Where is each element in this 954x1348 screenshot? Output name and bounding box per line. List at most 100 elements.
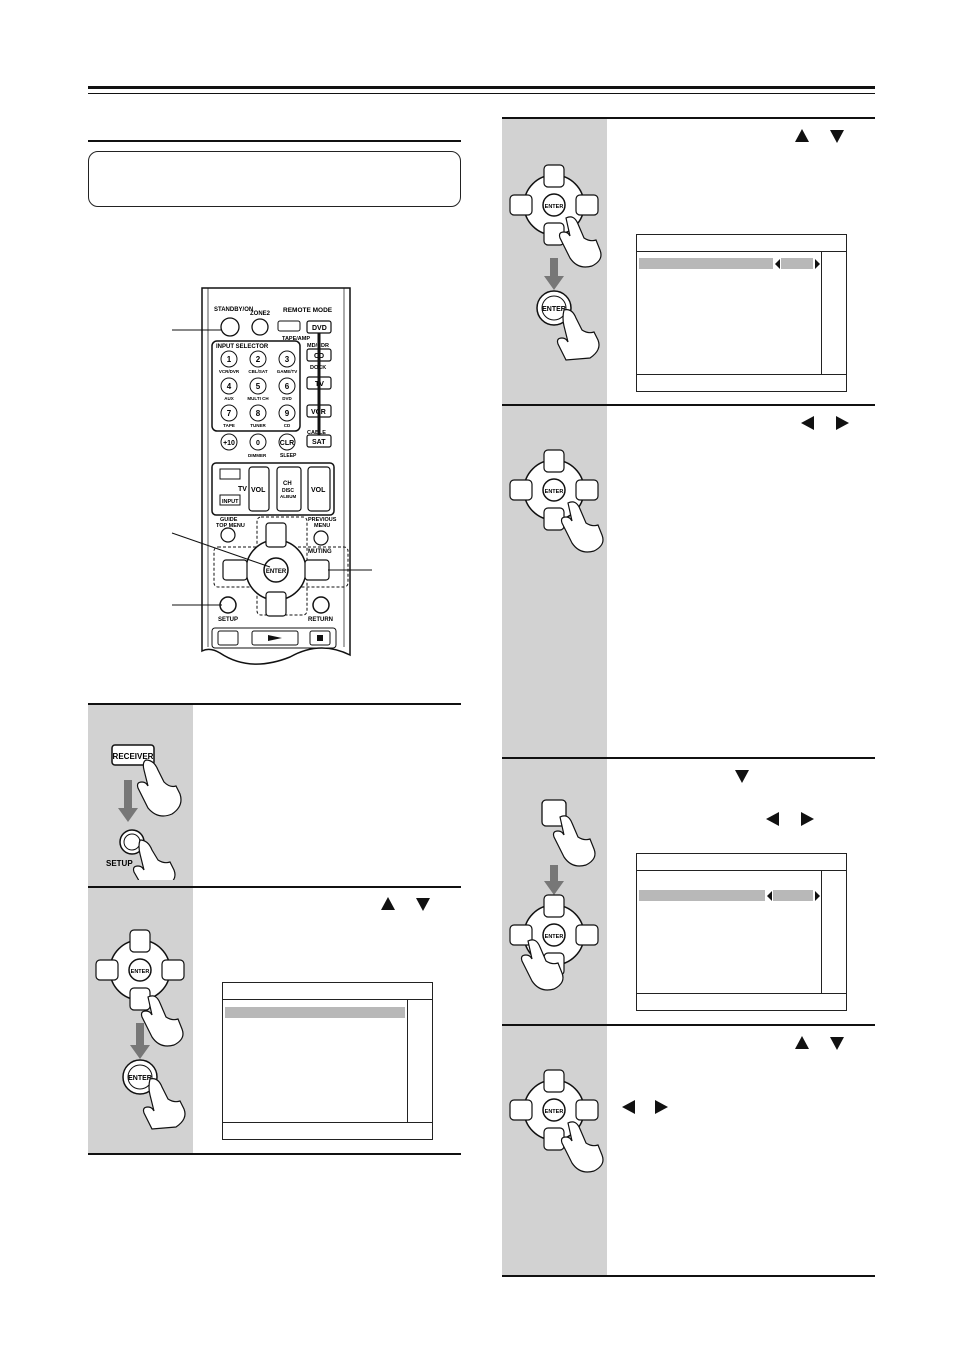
svg-text:CD: CD bbox=[284, 423, 291, 428]
svg-text:DISC: DISC bbox=[282, 488, 294, 494]
svg-text:TV: TV bbox=[238, 486, 247, 493]
right-step-divider-1 bbox=[502, 404, 875, 406]
remote-enter-button[interactable] bbox=[263, 557, 289, 583]
svg-text:CBL/SAT: CBL/SAT bbox=[248, 369, 267, 374]
svg-text:SLEEP: SLEEP bbox=[280, 453, 297, 459]
remote-down-button[interactable] bbox=[265, 591, 287, 617]
triangle-down-icon bbox=[735, 770, 749, 783]
svg-text:ENTER: ENTER bbox=[545, 204, 564, 210]
return-button[interactable] bbox=[312, 596, 330, 614]
section-title-box bbox=[88, 151, 461, 207]
dpad-left[interactable] bbox=[95, 959, 119, 981]
step1-receiver-setup-graphic: RECEIVER SETUP bbox=[106, 744, 182, 880]
standby-button[interactable] bbox=[220, 317, 240, 337]
svg-text:DVD: DVD bbox=[282, 396, 292, 401]
svg-text:SETUP: SETUP bbox=[218, 617, 238, 623]
left-steps-top-rule bbox=[88, 703, 461, 705]
remote-left-button[interactable] bbox=[222, 559, 248, 581]
header-rule-thin bbox=[88, 93, 875, 94]
right-step-divider-3 bbox=[502, 1024, 875, 1026]
right-step3-osd-screen bbox=[636, 234, 847, 392]
svg-text:CH: CH bbox=[283, 481, 292, 487]
dpad-up[interactable] bbox=[129, 929, 151, 953]
remote-right-button[interactable] bbox=[304, 559, 330, 581]
triangle-up-icon bbox=[381, 897, 395, 910]
remote-zone2-label: ZONE2 bbox=[250, 311, 271, 317]
svg-text:CLR: CLR bbox=[280, 440, 294, 447]
svg-text:7: 7 bbox=[227, 409, 232, 418]
svg-text:ENTER: ENTER bbox=[266, 569, 287, 575]
left-steps-bottom-rule bbox=[88, 1153, 461, 1155]
svg-text:4: 4 bbox=[227, 382, 232, 391]
tv-vol-rocker[interactable] bbox=[248, 466, 270, 512]
svg-text:0: 0 bbox=[256, 440, 260, 447]
zone2-button[interactable] bbox=[251, 318, 269, 336]
receiver-button[interactable] bbox=[111, 744, 155, 766]
svg-text:ENTER: ENTER bbox=[128, 1075, 152, 1082]
svg-text:8: 8 bbox=[256, 409, 261, 418]
header-rule-thick bbox=[88, 86, 875, 89]
dpad-down[interactable] bbox=[129, 987, 151, 1011]
svg-text:SAT: SAT bbox=[312, 439, 326, 446]
vol-rocker[interactable] bbox=[307, 466, 331, 512]
svg-text:TAPE/AMP: TAPE/AMP bbox=[282, 336, 310, 342]
previous-button[interactable] bbox=[313, 530, 329, 546]
svg-text:GUIDE: GUIDE bbox=[220, 517, 238, 523]
svg-text:+10: +10 bbox=[223, 440, 235, 447]
svg-text:6: 6 bbox=[285, 382, 290, 391]
triangle-right-icon bbox=[815, 891, 820, 901]
triangle-left-icon bbox=[766, 812, 779, 826]
svg-text:3: 3 bbox=[285, 355, 290, 364]
triangle-down-icon bbox=[830, 130, 844, 143]
right-steps-bottom-rule bbox=[502, 1275, 875, 1277]
svg-text:VCR/DVR: VCR/DVR bbox=[219, 369, 240, 374]
setup-button[interactable] bbox=[219, 596, 237, 614]
triangle-up-icon bbox=[795, 1036, 809, 1049]
guide-button[interactable] bbox=[220, 527, 236, 543]
dpad-right[interactable] bbox=[161, 959, 185, 981]
svg-text:GAME/TV: GAME/TV bbox=[277, 369, 298, 374]
triangle-right-icon bbox=[655, 1100, 668, 1114]
ch-rocker[interactable] bbox=[276, 466, 302, 512]
left-step2-osd-screen bbox=[222, 982, 433, 1140]
svg-text:RECEIVER: RECEIVER bbox=[113, 752, 154, 761]
triangle-left-icon bbox=[767, 891, 772, 901]
left-step-divider bbox=[88, 886, 461, 888]
svg-text:ENTER: ENTER bbox=[131, 969, 150, 975]
svg-text:RETURN: RETURN bbox=[308, 617, 333, 623]
section-rule bbox=[88, 140, 461, 142]
svg-text:INPUT SELECTOR: INPUT SELECTOR bbox=[216, 344, 269, 350]
svg-text:TUNER: TUNER bbox=[250, 423, 266, 428]
right-step-divider-2 bbox=[502, 757, 875, 759]
right-step6-dpad-graphic: ENTER bbox=[509, 1069, 604, 1173]
svg-text:PREVIOUS: PREVIOUS bbox=[308, 517, 337, 523]
svg-text:AUX: AUX bbox=[224, 396, 234, 401]
right-step3-dpad-enter-graphic: ENTER ENTER bbox=[509, 164, 602, 361]
triangle-up-icon bbox=[795, 129, 809, 142]
svg-text:SETUP: SETUP bbox=[106, 859, 133, 868]
svg-text:ENTER: ENTER bbox=[542, 306, 566, 313]
triangle-right-icon bbox=[815, 259, 820, 269]
triangle-down-icon bbox=[416, 898, 430, 911]
left-step2-dpad-enter-graphic: ENTER ENTER bbox=[95, 929, 186, 1130]
remote-standby-label: STANDBY/ON bbox=[214, 307, 253, 313]
svg-text:INPUT: INPUT bbox=[222, 499, 239, 505]
remote-up-button[interactable] bbox=[265, 522, 287, 548]
tv-input-button[interactable] bbox=[219, 494, 241, 506]
svg-text:9: 9 bbox=[285, 409, 290, 418]
svg-text:2: 2 bbox=[256, 355, 261, 364]
remote-control-illustration: STANDBY/ON ZONE2 REMOTE MODE DVD MD/CDR … bbox=[171, 287, 372, 665]
dpad-enter[interactable] bbox=[128, 958, 152, 982]
svg-text:CABLE: CABLE bbox=[307, 430, 326, 436]
svg-text:VOL: VOL bbox=[311, 487, 326, 494]
right-step4-dpad-graphic: ENTER bbox=[509, 449, 604, 553]
svg-text:ENTER: ENTER bbox=[545, 489, 564, 495]
right-step5-osd-screen bbox=[636, 853, 847, 1011]
svg-text:MUTING: MUTING bbox=[308, 549, 332, 555]
svg-text:DIMMER: DIMMER bbox=[248, 453, 267, 458]
triangle-left-icon bbox=[622, 1100, 635, 1114]
triangle-left-icon bbox=[775, 259, 780, 269]
right-steps-top-rule bbox=[502, 117, 875, 119]
svg-text:MULTI CH: MULTI CH bbox=[247, 396, 268, 401]
triangle-down-icon bbox=[830, 1037, 844, 1050]
